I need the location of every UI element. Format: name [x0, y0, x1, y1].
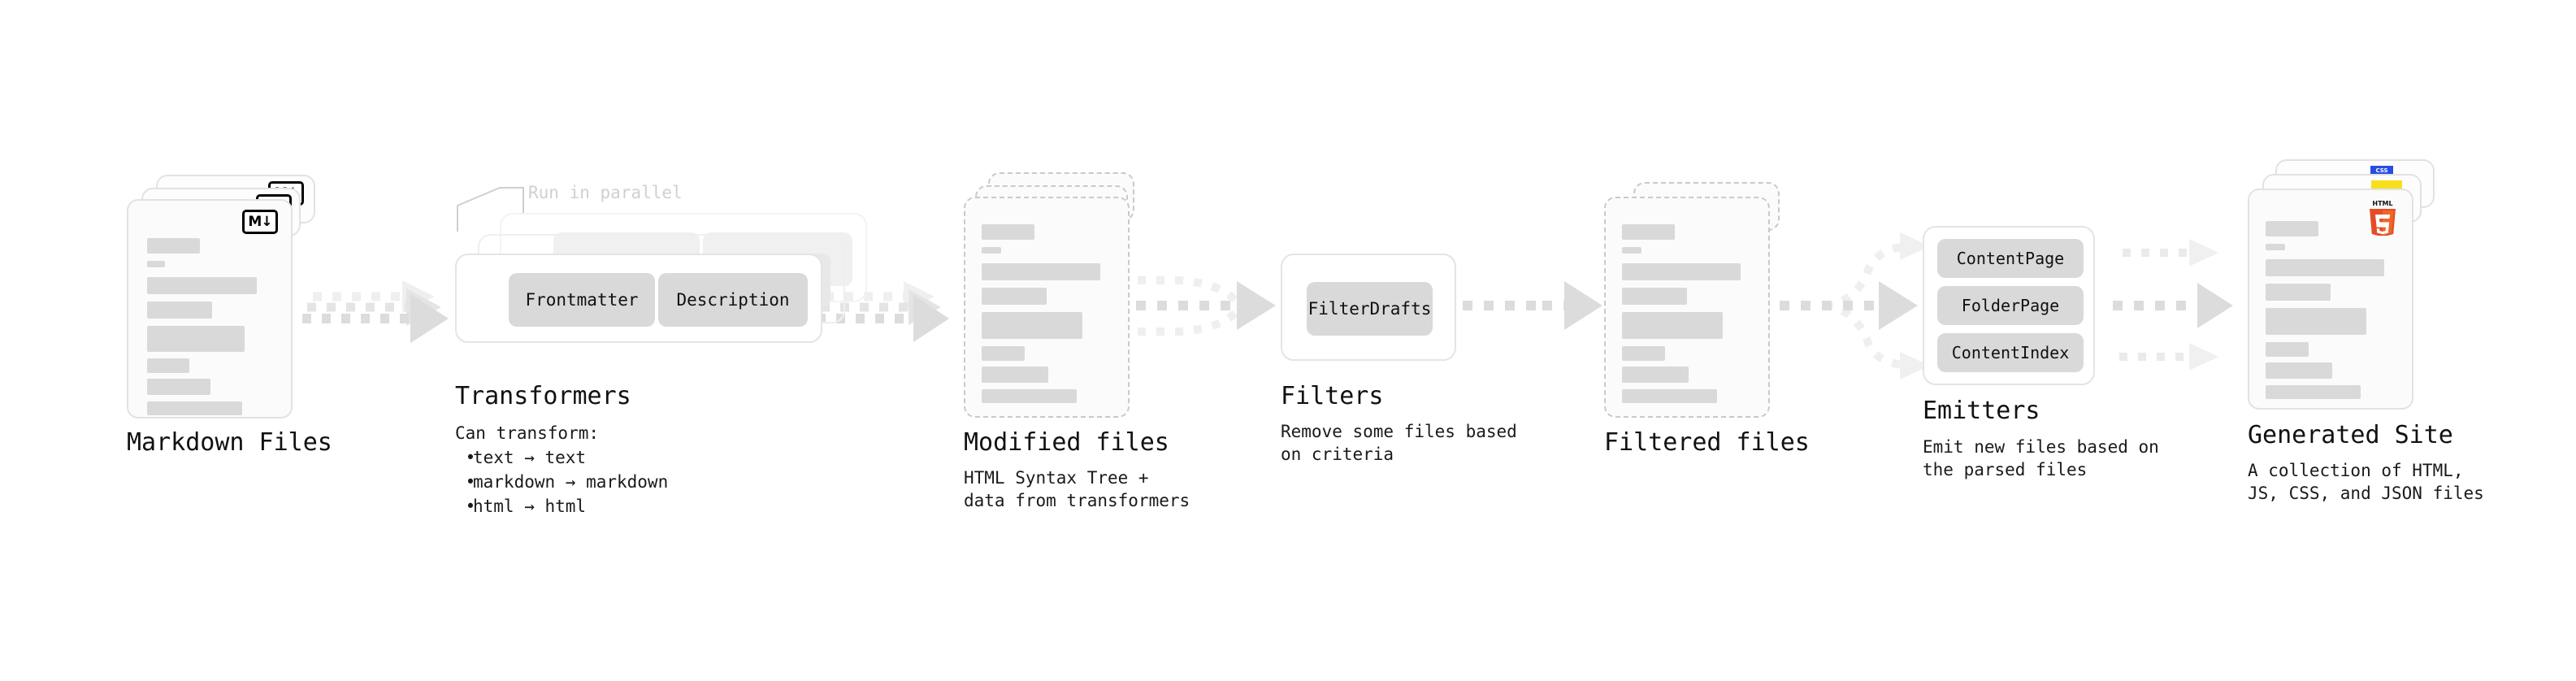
- doc-bar: [1622, 263, 1741, 280]
- doc-bar: [982, 288, 1047, 305]
- pill-description[interactable]: Description: [658, 273, 808, 327]
- doc-bar: [147, 301, 212, 319]
- transformers-caption-head: Can transform:: [455, 423, 600, 443]
- list-item-label: text → text: [473, 448, 587, 467]
- emitters-caption-line2: the parsed files: [1923, 460, 2088, 479]
- arrow-filters-to-filtered: [1463, 281, 1602, 330]
- doc-bar: [147, 326, 245, 352]
- arrow-modified-to-filters: [1136, 276, 1276, 336]
- doc-bar: [147, 358, 189, 373]
- generated-site-caption-line1: A collection of HTML,: [2248, 461, 2464, 480]
- doc-bar: [1622, 389, 1717, 403]
- list-item-label: html → html: [473, 497, 587, 516]
- stage-title-modified-files: Modified files: [964, 428, 1169, 457]
- pill-frontmatter[interactable]: Frontmatter: [509, 273, 655, 327]
- modified-card-front: [964, 197, 1130, 418]
- filtered-card-front: [1604, 197, 1770, 418]
- doc-bar: [147, 238, 200, 254]
- annotation-run-in-parallel: Run in parallel: [528, 183, 683, 202]
- svg-text:HTML: HTML: [2372, 200, 2392, 207]
- transformers-caption-list: •text → text •markdown → markdown •html …: [455, 445, 669, 518]
- stage-title-markdown-files: Markdown Files: [127, 428, 332, 457]
- list-item: •text → text: [455, 445, 668, 470]
- stage-title-filtered-files: Filtered files: [1604, 428, 1810, 457]
- arrow-emitters-to-site: [2113, 239, 2233, 371]
- arrow-markdown-to-transformers: [302, 280, 449, 343]
- bullet-icon: •: [455, 472, 476, 492]
- filters-caption-line2: on criteria: [1281, 445, 1394, 464]
- emitters-caption-line1: Emit new files based on: [1923, 437, 2159, 457]
- doc-bar: [2266, 244, 2285, 250]
- doc-bar: [2266, 308, 2366, 335]
- doc-bar: [982, 389, 1077, 403]
- list-item: •html → html: [455, 494, 668, 518]
- doc-bar: [1622, 346, 1665, 361]
- site-card-front-html: HTML: [2248, 189, 2413, 410]
- stage-title-generated-site: Generated Site: [2248, 421, 2453, 449]
- doc-bar: [2266, 362, 2332, 379]
- markdown-badge-front: M↓: [242, 210, 278, 234]
- list-item: •markdown → markdown: [455, 470, 669, 494]
- doc-bar: [982, 224, 1034, 240]
- arrow-filtered-to-emitters: [1780, 232, 1930, 380]
- doc-bar: [147, 261, 165, 267]
- list-item-label: markdown → markdown: [473, 472, 669, 492]
- stage-title-emitters: Emitters: [1923, 397, 2040, 425]
- doc-bar: [2266, 284, 2331, 301]
- modified-files-caption-line2: data from transformers: [964, 491, 1190, 510]
- doc-bar: [982, 247, 1001, 254]
- stage-title-transformers: Transformers: [455, 382, 631, 410]
- doc-bar: [982, 346, 1025, 361]
- doc-bar: [1622, 247, 1641, 254]
- stage-title-filters: Filters: [1281, 382, 1384, 410]
- doc-bar: [1622, 288, 1687, 305]
- doc-bar: [2266, 221, 2318, 236]
- bullet-icon: •: [455, 448, 476, 467]
- filters-box: FilterDrafts: [1281, 254, 1456, 361]
- doc-bar: [2266, 342, 2309, 357]
- transformer-box-front: Frontmatter Description: [455, 254, 822, 343]
- pill-filterdrafts[interactable]: FilterDrafts: [1307, 282, 1433, 336]
- doc-bar: [1622, 312, 1723, 339]
- doc-bar: [147, 401, 242, 415]
- emitters-box: ContentPage FolderPage ContentIndex: [1923, 226, 2095, 385]
- doc-bar: [147, 277, 257, 294]
- pill-contentpage[interactable]: ContentPage: [1937, 239, 2084, 278]
- pill-contentindex[interactable]: ContentIndex: [1937, 333, 2084, 372]
- doc-bar: [1622, 367, 1689, 383]
- doc-bar: [147, 379, 210, 395]
- pill-folderpage[interactable]: FolderPage: [1937, 286, 2084, 325]
- generated-site-caption-line2: JS, CSS, and JSON files: [2248, 484, 2484, 503]
- doc-bar: [2266, 385, 2361, 399]
- doc-bar: [982, 367, 1048, 383]
- filters-caption-line1: Remove some files based: [1281, 422, 1517, 441]
- css-badge: CSS: [2370, 166, 2393, 176]
- doc-bar: [982, 312, 1082, 339]
- doc-bar: [2266, 259, 2384, 276]
- modified-files-caption-line1: HTML Syntax Tree +: [964, 468, 1149, 488]
- doc-bar: [982, 263, 1100, 280]
- bullet-icon: •: [455, 497, 476, 516]
- markdown-card-front: M↓: [127, 199, 293, 419]
- html5-icon: HTML: [2370, 200, 2396, 236]
- doc-bar: [1622, 224, 1675, 240]
